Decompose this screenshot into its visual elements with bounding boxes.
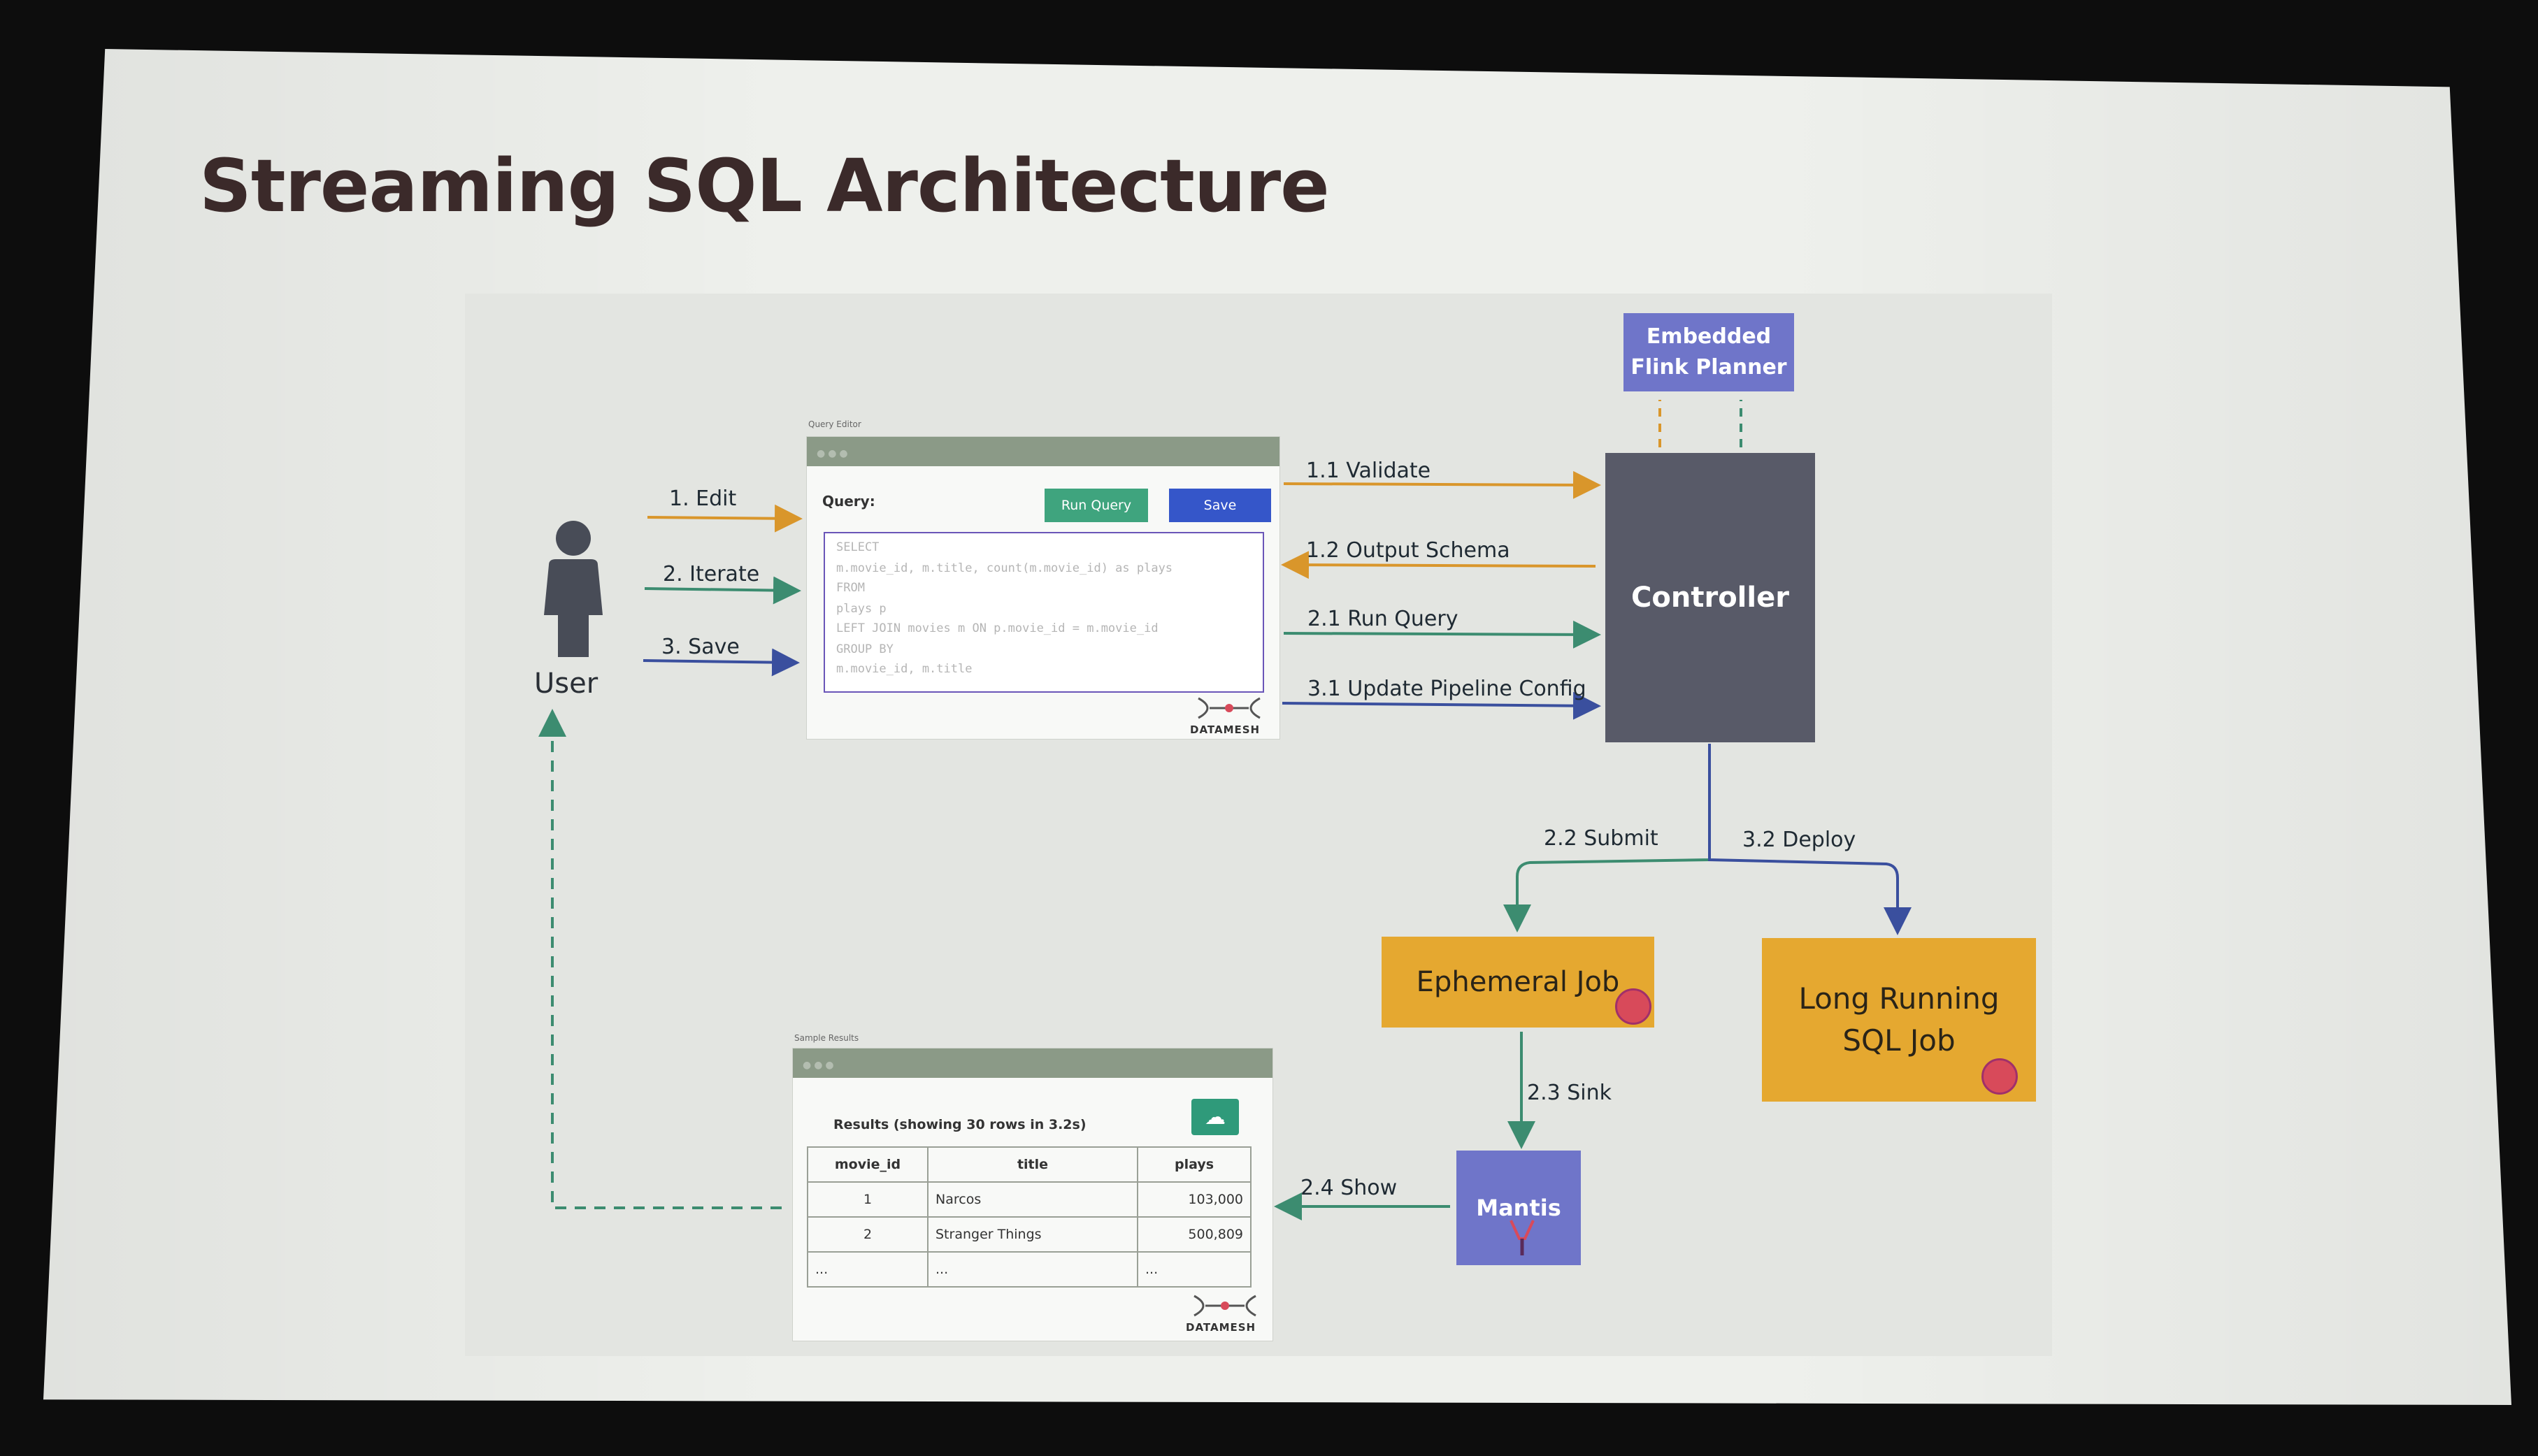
- mantis-box: Mantis: [1456, 1151, 1581, 1265]
- table-cell: ...: [927, 1251, 1138, 1288]
- ephemeral-job-box: Ephemeral Job: [1382, 937, 1654, 1028]
- code-line: m.movie_id, m.title, count(m.movie_id) a…: [836, 561, 1173, 575]
- label-validate: 1.1 Validate: [1306, 459, 1431, 483]
- table-row: 1 Narcos 103,000: [807, 1181, 1252, 1218]
- code-line: m.movie_id, m.title: [836, 662, 973, 676]
- arrow-output-schema: [1281, 551, 1596, 579]
- label-iterate: 2. Iterate: [663, 562, 760, 586]
- slide-title: Streaming SQL Architecture: [199, 143, 1330, 229]
- flink-squirrel-icon: [1615, 988, 1651, 1025]
- user-icon: [544, 521, 603, 657]
- controller-box: Controller: [1605, 453, 1815, 742]
- table-cell: Narcos: [927, 1181, 1138, 1218]
- table-cell: ...: [1137, 1251, 1252, 1288]
- results-heading: Results (showing 30 rows in 3.2s): [833, 1117, 1087, 1132]
- arrow-submit: [1503, 744, 1711, 932]
- long-running-job-label: Long Running SQL Job: [1798, 981, 2000, 1058]
- code-line: FROM: [836, 581, 865, 595]
- arrow-validate: [1283, 470, 1601, 499]
- sample-results-titlebar: ●●●: [793, 1048, 1272, 1078]
- column-header: title: [927, 1146, 1138, 1183]
- cloud-upload-icon[interactable]: ☁: [1191, 1099, 1239, 1135]
- label-edit: 1. Edit: [669, 486, 737, 511]
- datamesh-logo-text: DATAMESH: [1186, 1321, 1256, 1334]
- flink-planner-label: Embedded Flink Planner: [1630, 324, 1787, 380]
- datamesh-logo-text: DATAMESH: [1190, 723, 1261, 736]
- query-editor-titlebar: ●●●: [807, 437, 1279, 466]
- mantis-logo-icon: [1510, 1220, 1535, 1255]
- save-button[interactable]: Save: [1169, 489, 1271, 522]
- table-cell: ...: [807, 1251, 929, 1288]
- table-cell: Stranger Things: [927, 1216, 1138, 1253]
- label-sink: 2.3 Sink: [1527, 1081, 1612, 1105]
- label-update-pipeline: 3.1 Update Pipeline Config: [1307, 677, 1586, 701]
- results-table: movie_id title plays 1 Narcos 103,000 2 …: [807, 1146, 1252, 1288]
- table-cell: 1: [807, 1181, 929, 1218]
- datamesh-logo-icon: [1193, 1295, 1256, 1317]
- table-row: 2 Stranger Things 500,809: [807, 1216, 1252, 1253]
- arrow-save: [643, 648, 800, 677]
- arrow-results-to-user: [538, 709, 782, 1209]
- ephemeral-job-label: Ephemeral Job: [1416, 966, 1620, 998]
- column-header: plays: [1137, 1146, 1252, 1183]
- query-editor-caption: Query Editor: [808, 419, 861, 429]
- long-running-job-box: Long Running SQL Job: [1762, 938, 2036, 1102]
- arrow-edit: [647, 504, 803, 533]
- code-line: SELECT: [836, 540, 880, 554]
- run-query-button[interactable]: Run Query: [1045, 489, 1148, 522]
- code-line: plays p: [836, 602, 887, 616]
- label-save: 3. Save: [661, 635, 740, 659]
- arrow-update-pipeline: [1282, 691, 1601, 720]
- code-line: GROUP BY: [836, 642, 894, 656]
- query-label: Query:: [822, 493, 875, 510]
- datamesh-logo-icon: [1198, 697, 1261, 719]
- sample-results-window: ●●● Results (showing 30 rows in 3.2s) ☁ …: [793, 1048, 1272, 1341]
- controller-label: Controller: [1631, 582, 1789, 614]
- label-show: 2.4 Show: [1300, 1176, 1398, 1200]
- user-label: User: [534, 668, 598, 700]
- label-run-query: 2.1 Run Query: [1307, 607, 1458, 631]
- table-cell: 500,809: [1137, 1216, 1252, 1253]
- flink-squirrel-icon: [1981, 1058, 2018, 1095]
- sql-code-editor[interactable]: SELECT m.movie_id, m.title, count(m.movi…: [824, 532, 1264, 693]
- arrow-deploy: [1708, 744, 1912, 935]
- label-submit: 2.2 Submit: [1544, 826, 1658, 851]
- table-cell: 2: [807, 1216, 929, 1253]
- query-editor-window: ●●● Query: Run Query Save SELECT m.movie…: [807, 437, 1279, 739]
- label-deploy: 3.2 Deploy: [1742, 828, 1856, 852]
- sample-results-caption: Sample Results: [794, 1033, 859, 1043]
- window-dots-icon: ●●●: [817, 448, 851, 459]
- label-output-schema: 1.2 Output Schema: [1306, 538, 1510, 563]
- table-header-row: movie_id title plays: [807, 1146, 1252, 1183]
- flink-planner-box: Embedded Flink Planner: [1623, 313, 1794, 391]
- arrow-run-query: [1283, 620, 1601, 649]
- mantis-label: Mantis: [1476, 1195, 1561, 1221]
- code-line: LEFT JOIN movies m ON p.movie_id = m.mov…: [836, 621, 1159, 635]
- column-header: movie_id: [807, 1146, 929, 1183]
- arrow-iterate: [644, 576, 801, 605]
- table-row: ... ... ...: [807, 1251, 1252, 1288]
- window-dots-icon: ●●●: [803, 1060, 837, 1071]
- table-cell: 103,000: [1137, 1181, 1252, 1218]
